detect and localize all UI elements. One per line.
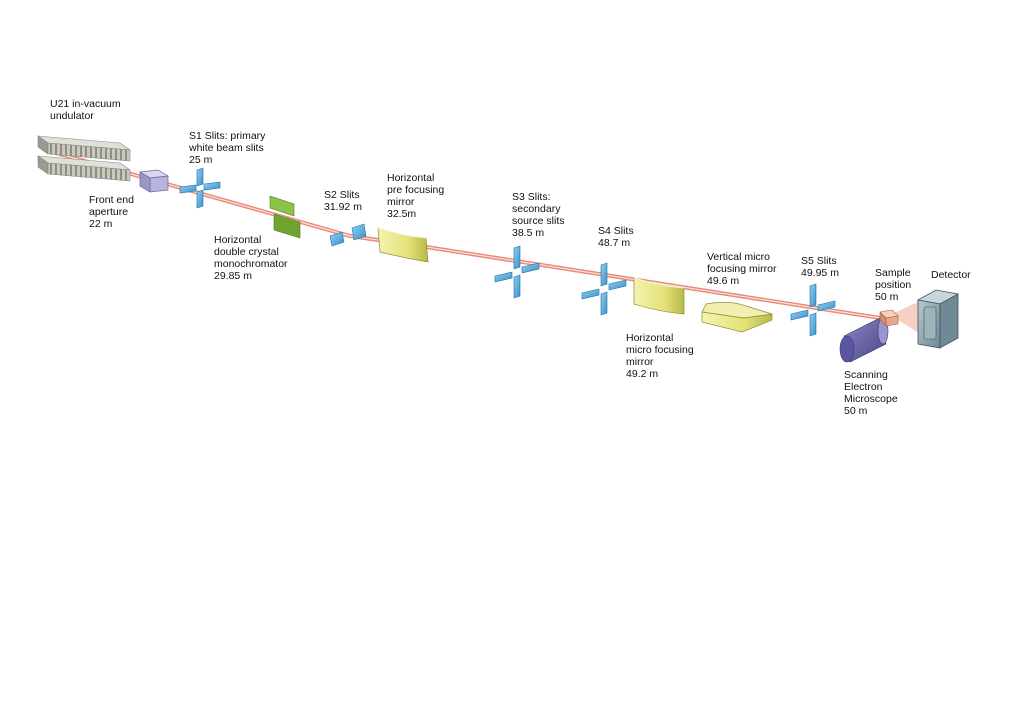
label-pre-focusing-mirror: Horizontal pre focusing mirror 32.5m [387,172,445,220]
label-s3-slits: S3 Slits: secondary source slits 38.5 m [512,191,565,239]
detector [916,289,960,349]
undulator [36,135,132,182]
s2-slits [329,223,367,247]
horizontal-micro-focusing-mirror [633,277,685,315]
front-end-aperture [138,169,170,193]
label-monochromator: Horizontal double crystal monochromator … [214,234,288,282]
label-front-end-aperture: Front end aperture 22 m [89,194,134,230]
detector-beam-cone [890,300,922,335]
sample [879,309,899,327]
label-s5-slits: S5 Slits 49.95 m [801,255,839,279]
s1-slits [179,167,221,209]
s5-slits [790,283,836,337]
s4-slits [581,262,627,316]
label-s1-slits: S1 Slits: primary white beam slits 25 m [189,130,266,166]
label-detector: Detector [931,269,971,281]
label-sample-position: Sample position 50 m [875,267,912,303]
label-vertical-micro-focusing-mirror: Vertical micro focusing mirror 49.6 m [707,251,777,287]
label-undulator: U21 in-vacuum undulator [50,98,121,122]
label-scanning-electron-microscope: Scanning Electron Microscope 50 m [844,369,898,417]
monochromator [269,195,301,239]
scanning-electron-microscope [839,317,889,363]
s3-slits [494,245,540,299]
label-s2-slits: S2 Slits 31.92 m [324,189,362,213]
x-ray-beam [43,148,882,320]
vertical-micro-focusing-mirror [701,302,773,333]
pre-focusing-mirror [377,227,429,263]
label-s4-slits: S4 Slits 48.7 m [598,225,634,249]
label-horizontal-micro-focusing-mirror: Horizontal micro focusing mirror 49.2 m [626,332,694,380]
